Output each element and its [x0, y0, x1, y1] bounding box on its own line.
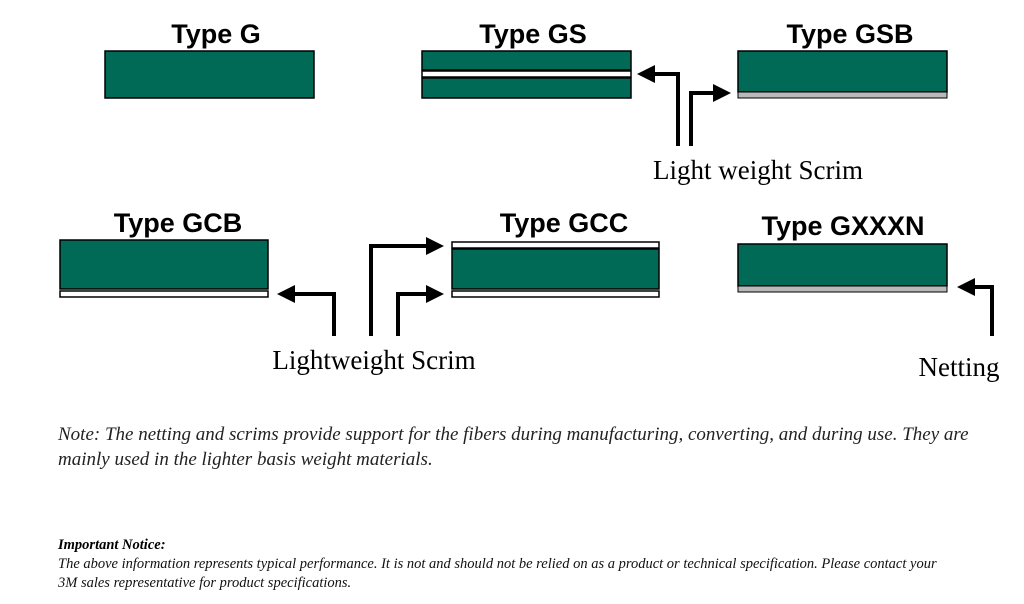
type-gsb-fiber-layer: [737, 50, 948, 93]
type-gs-scrim: [421, 70, 632, 78]
scrim-arrow-to-gsb: [689, 84, 731, 146]
type-gxxxn-title: Type GXXXN: [761, 211, 924, 241]
type-gcb-scrim: [59, 290, 269, 298]
lightweight-scrim-label: Lightweight Scrim: [272, 345, 475, 375]
type-gcb-title: Type GCB: [114, 208, 243, 238]
type-g-title: Type G: [171, 19, 261, 49]
scrim-arrow-to-gcb: [277, 285, 336, 336]
type-gxxxn-fiber-layer: [737, 243, 948, 287]
important-notice-body: The above information represents typical…: [58, 556, 937, 591]
type-g-fiber-layer: [104, 50, 315, 99]
type-gs-title: Type GS: [479, 19, 587, 49]
important-notice-heading: Important Notice:: [58, 537, 166, 553]
type-gcc-bottom-scrim: [451, 290, 660, 298]
type-gs-bottom-fiber-layer: [421, 77, 632, 99]
type-gsb-scrim: [737, 91, 948, 99]
type-gsb-title: Type GSB: [786, 19, 913, 49]
type-gcc-top-scrim: [451, 241, 660, 249]
type-gcc-title: Type GCC: [500, 208, 629, 238]
type-gs-top-fiber-layer: [421, 50, 632, 71]
scrim-arrow-to-gcc-bottom: [396, 285, 444, 336]
support-note: Note: The netting and scrims provide sup…: [58, 424, 969, 470]
netting-arrow: [957, 278, 994, 336]
light-weight-scrim-label: Light weight Scrim: [653, 155, 863, 185]
scrim-arrow-to-gcc-top: [369, 237, 444, 336]
type-gcc-fiber-layer: [451, 248, 660, 290]
netting-label: Netting: [919, 352, 1000, 382]
scrim-arrow-to-gs: [637, 65, 680, 146]
type-gxxxn-netting: [737, 285, 948, 293]
type-gcb-fiber-layer: [59, 239, 269, 290]
